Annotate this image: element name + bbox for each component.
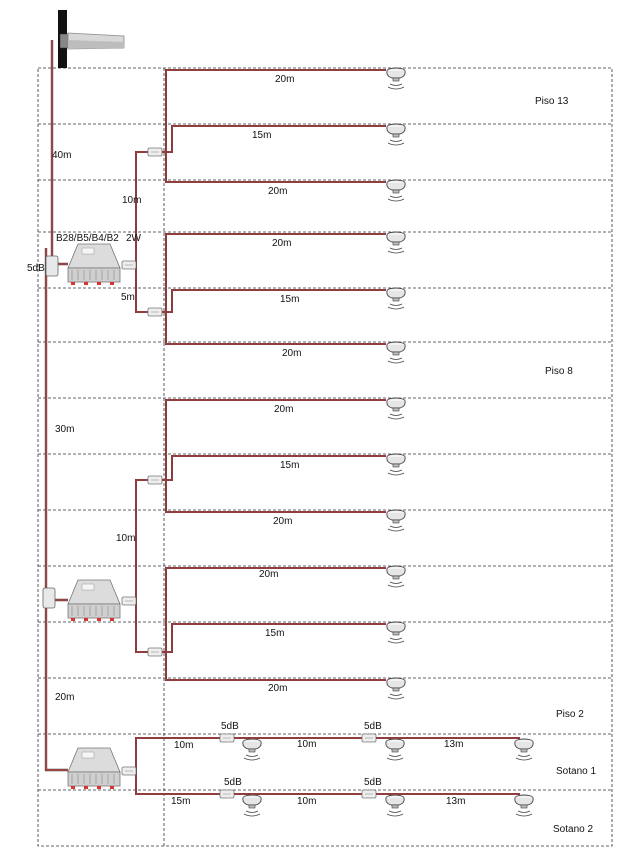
- run-length-label: 20m: [259, 569, 279, 580]
- booster-unit: [67, 579, 121, 621]
- splitter: [219, 789, 235, 799]
- run-length-label: 20m: [282, 348, 302, 359]
- run-length-label: 20m: [272, 238, 292, 249]
- ceiling-antenna-icon: [385, 794, 405, 817]
- booster-bands-label: B28/B5/B4/B2: [56, 233, 119, 244]
- donor-antenna: [58, 10, 125, 68]
- ceiling-antenna-icon: [386, 621, 406, 644]
- floor-label-sotano1: Sotano 1: [556, 766, 597, 777]
- feeder-length-bottom-label: 20m: [55, 692, 75, 703]
- basement2-entry-label: 15m: [171, 796, 191, 807]
- floor-label-piso2: Piso 2: [556, 709, 584, 720]
- basement1-end-label: 13m: [444, 739, 464, 750]
- ceiling-antenna-icon: [386, 677, 406, 700]
- feeder-length-mid-label: 30m: [55, 424, 75, 435]
- feeder-length-top-label: 40m: [52, 150, 72, 161]
- splitter: [121, 596, 137, 606]
- run-length-label: 15m: [265, 628, 285, 639]
- splitter: [121, 766, 137, 776]
- feeder-splitter-top: [45, 255, 59, 277]
- ceiling-antenna-icon: [386, 565, 406, 588]
- ceiling-antenna-icon: [386, 123, 406, 146]
- splitter: [361, 733, 377, 743]
- floor-label-piso13: Piso 13: [535, 96, 569, 107]
- splitter-loss-label: 5dB: [27, 263, 45, 274]
- ceiling-antenna-icon: [514, 738, 534, 761]
- run-length-label: 15m: [280, 294, 300, 305]
- splitter: [147, 307, 163, 317]
- basement1-tap1-label: 5dB: [221, 721, 239, 732]
- splitter: [219, 733, 235, 743]
- basement1-entry-label: 10m: [174, 740, 194, 751]
- basement2-tap2-label: 5dB: [364, 777, 382, 788]
- splitter: [361, 789, 377, 799]
- ceiling-antenna-icon: [386, 287, 406, 310]
- basement1-mid-label: 10m: [297, 739, 317, 750]
- run-length-label: 20m: [275, 74, 295, 85]
- ceiling-antenna-icon: [514, 794, 534, 817]
- booster-unit: [67, 747, 121, 789]
- ceiling-antenna-icon: [386, 509, 406, 532]
- basement1-tap2-label: 5dB: [364, 721, 382, 732]
- ceiling-antenna-icon: [386, 397, 406, 420]
- run-length-label: 20m: [268, 683, 288, 694]
- floor-label-sotano2: Sotano 2: [553, 824, 594, 835]
- run-length-label: 15m: [280, 460, 300, 471]
- splitter: [147, 147, 163, 157]
- basement2-end-label: 13m: [446, 796, 466, 807]
- splitter: [121, 260, 137, 270]
- booster-power-label: 2W: [126, 233, 141, 244]
- ceiling-antenna-icon: [386, 231, 406, 254]
- ceiling-antenna-icon: [386, 341, 406, 364]
- riser-cables: [122, 151, 164, 795]
- ceiling-antenna-icon: [386, 179, 406, 202]
- floor-grid: [37, 67, 613, 847]
- riser-length-mid-label: 5m: [121, 292, 135, 303]
- run-length-label: 20m: [274, 404, 294, 415]
- basement2-tap1-label: 5dB: [224, 777, 242, 788]
- ceiling-antenna-icon: [386, 453, 406, 476]
- splitter: [147, 647, 163, 657]
- ceiling-antenna-icon: [242, 738, 262, 761]
- ceiling-antennas: [242, 67, 534, 817]
- boosters: [67, 243, 137, 789]
- ceiling-antenna-icon: [242, 794, 262, 817]
- floor-label-piso8: Piso 8: [545, 366, 573, 377]
- basement2-mid-label: 10m: [297, 796, 317, 807]
- antenna-runs: [162, 69, 520, 799]
- ceiling-antenna-icon: [386, 67, 406, 90]
- riser-length-top-label: 10m: [122, 195, 142, 206]
- ceiling-antenna-icon: [385, 738, 405, 761]
- feeder-splitter-mid: [42, 587, 56, 609]
- run-length-label: 15m: [252, 130, 272, 141]
- booster-unit: [67, 243, 121, 285]
- run-length-label: 20m: [268, 186, 288, 197]
- floor-splitters: [147, 147, 163, 657]
- main-feeder-cable: [44, 40, 68, 772]
- riser-length-lower-label: 10m: [116, 533, 136, 544]
- splitter: [147, 475, 163, 485]
- run-length-label: 20m: [273, 516, 293, 527]
